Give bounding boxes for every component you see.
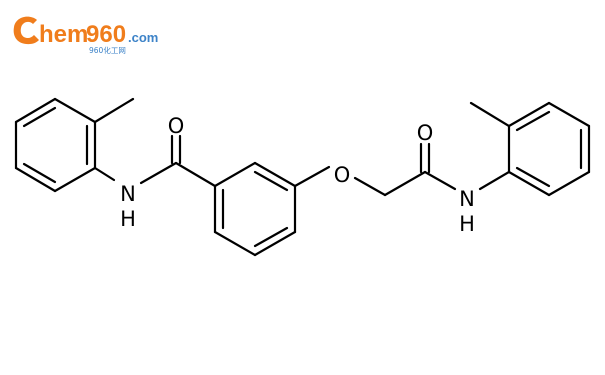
logo-text-960: 960	[86, 21, 126, 48]
left-methyl-bond	[93, 97, 135, 124]
atom-o-carbonyl-right: O	[417, 121, 434, 145]
right-methyl-bond	[469, 101, 511, 128]
logo-subtitle: 960化工网	[89, 45, 126, 55]
atom-h-left: H	[120, 207, 136, 231]
logo-text-hem: hem	[39, 21, 88, 48]
carbonyl-ring-bond	[174, 161, 217, 188]
left-tolyl-ring	[14, 97, 97, 193]
logo-c-mark	[13, 16, 39, 45]
logo-text-com: .com	[128, 30, 158, 45]
central-benzene-ring	[213, 161, 297, 257]
atom-n-right: N	[459, 187, 475, 211]
atom-o-ether: O	[334, 163, 351, 187]
right-tolyl-ring	[507, 101, 591, 197]
ether-methylene-bond	[353, 176, 387, 197]
left-n-aryl-bond	[93, 166, 116, 182]
right-carbonyl-n-bond	[423, 170, 457, 191]
atom-n-left: N	[120, 182, 136, 206]
atom-h-right: H	[459, 212, 475, 236]
ring-ether-bond	[293, 165, 331, 188]
methylene-carbonyl-bond	[383, 170, 427, 197]
chem960-logo: hem 960 .com 960化工网	[13, 16, 158, 55]
right-n-aryl-bond	[478, 170, 511, 191]
atom-o-carbonyl-left: O	[168, 114, 185, 138]
left-n-carbonyl-bond	[139, 161, 178, 185]
